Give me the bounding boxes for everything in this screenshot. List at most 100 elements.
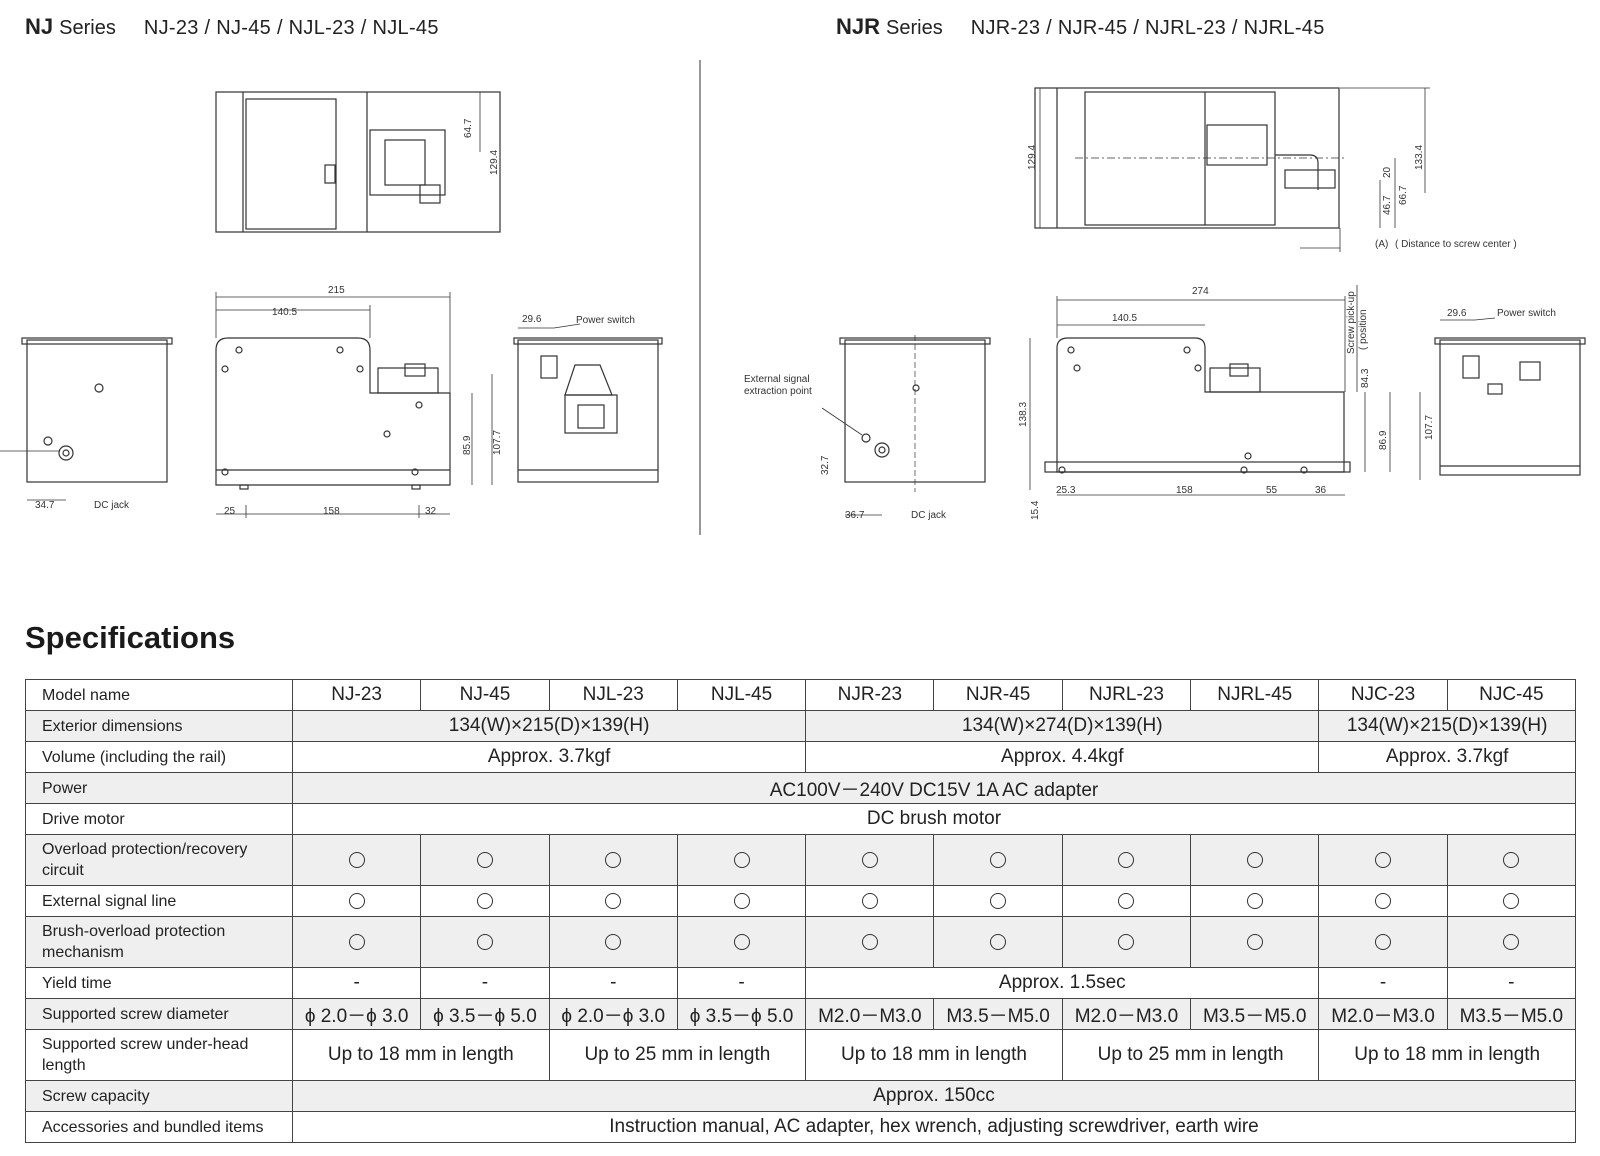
screw-diameter-cell: ϕ 3.5－ϕ 5.0 [676, 998, 807, 1030]
njr-dim-15-4: 15.4 [1030, 500, 1041, 520]
njr-label-dc-jack: DC jack [911, 510, 947, 521]
supported-mark [291, 916, 422, 968]
supported-mark [676, 834, 807, 886]
screw-diameter-cell: ϕ 3.5－ϕ 5.0 [420, 998, 550, 1030]
njr-dim-107-7: 107.7 [1424, 415, 1435, 440]
label-exterior-dimensions: Exterior dimensions [25, 710, 293, 742]
row-external-signal: External signal line [25, 885, 1576, 917]
yield-dash: - [291, 967, 422, 999]
circle-icon [348, 851, 365, 868]
label-head-length: Supported screw under-head length [25, 1029, 293, 1081]
nj-dim-107-7: 107.7 [492, 430, 503, 455]
label-accessories: Accessories and bundled items [25, 1111, 293, 1143]
njr-label-power-switch: Power switch [1497, 308, 1556, 319]
njr-label-pickup-2: ( position [1358, 309, 1369, 350]
row-drive-motor: Drive motor DC brush motor [25, 803, 1576, 835]
model-cell: NJL-45 [676, 679, 807, 711]
label-brush-overload: Brush-overload protection mechanism [25, 916, 293, 968]
row-screw-diameter: Supported screw diameter ϕ 2.0－ϕ 3.0 ϕ 3… [25, 998, 1576, 1030]
yield-dash: - [548, 967, 678, 999]
circle-icon [733, 892, 750, 909]
njr-label-ext-2: extraction point [744, 386, 812, 397]
row-power: Power AC100V－240V DC15V 1A AC adapter [25, 772, 1576, 804]
njr-front-view [821, 335, 991, 516]
nj-dim-64-7: 64.7 [463, 118, 474, 138]
njr-series-code: NJR [836, 14, 881, 39]
exterior-njr: 134(W)×274(D)×139(H) [805, 710, 1320, 742]
head-length-cell: Up to 18 mm in length [805, 1029, 1063, 1081]
screw-diameter-cell: M2.0－M3.0 [1061, 998, 1192, 1030]
supported-mark [1446, 885, 1576, 917]
yield-dash: - [1318, 967, 1448, 999]
njr-dim-29-6: 29.6 [1447, 308, 1467, 319]
label-drive-motor: Drive motor [25, 803, 293, 835]
model-cell: NJRL-23 [1061, 679, 1192, 711]
supported-mark [548, 885, 678, 917]
njr-dim-140-5: 140.5 [1112, 313, 1137, 324]
screw-diameter-cell: M3.5－M5.0 [1446, 998, 1576, 1030]
njr-dim-36: 36 [1315, 485, 1327, 496]
yield-njr: Approx. 1.5sec [805, 967, 1320, 999]
screw-diameter-cell: ϕ 2.0－ϕ 3.0 [548, 998, 678, 1030]
nj-front-view [0, 337, 173, 501]
circle-icon [605, 933, 622, 950]
circle-icon [1375, 851, 1392, 868]
exterior-njc: 134(W)×215(D)×139(H) [1318, 710, 1576, 742]
row-overload-protection: Overload protection/recovery circuit [25, 834, 1576, 886]
njr-dim-84-3: 84.3 [1360, 368, 1371, 388]
circle-icon [733, 851, 750, 868]
nj-label-power-switch: Power switch [576, 315, 635, 326]
supported-mark [1190, 834, 1320, 886]
model-cell: NJC-23 [1318, 679, 1448, 711]
row-brush-overload: Brush-overload protection mechanism [25, 916, 1576, 968]
njr-dim-a: (A) [1375, 239, 1388, 250]
circle-icon [861, 933, 878, 950]
supported-mark [1318, 834, 1448, 886]
row-volume: Volume (including the rail) Approx. 3.7k… [25, 741, 1576, 773]
screw-capacity-value: Approx. 150cc [292, 1080, 1576, 1112]
row-model-name: Model name NJ-23 NJ-45 NJL-23 NJL-45 NJR… [25, 679, 1576, 711]
circle-icon [1375, 892, 1392, 909]
njr-dim-138-3: 138.3 [1018, 402, 1029, 427]
njr-dim-86-9: 86.9 [1378, 430, 1389, 450]
head-length-cell: Up to 25 mm in length [1061, 1029, 1320, 1081]
yield-dash: - [420, 967, 550, 999]
nj-dim-25: 25 [224, 506, 236, 517]
njr-dim-32-7: 32.7 [820, 455, 831, 475]
njr-dim-158: 158 [1176, 485, 1193, 496]
label-overload-protection: Overload protection/recovery circuit [25, 834, 293, 886]
nj-back-view [513, 323, 663, 483]
screw-diameter-cell: M3.5－M5.0 [1190, 998, 1320, 1030]
screw-diameter-cell: M2.0－M3.0 [1318, 998, 1448, 1030]
supported-mark [420, 916, 550, 968]
circle-icon [348, 892, 365, 909]
yield-dash: - [1446, 967, 1576, 999]
accessories-value: Instruction manual, AC adapter, hex wren… [292, 1111, 1576, 1143]
supported-mark [420, 834, 550, 886]
nj-dim-140-5: 140.5 [272, 307, 297, 318]
supported-mark [933, 916, 1063, 968]
circle-icon [990, 933, 1007, 950]
technical-drawings: 64.7 129.4 215 140.5 85.9 107.7 25 158 3… [0, 60, 1586, 535]
njr-dim-133-4: 133.4 [1414, 145, 1425, 170]
njr-dim-274: 274 [1192, 286, 1209, 297]
nj-dim-158: 158 [323, 506, 340, 517]
volume-njc: Approx. 3.7kgf [1318, 741, 1576, 773]
nj-dim-34-7: 34.7 [35, 500, 55, 511]
supported-mark [1190, 885, 1320, 917]
label-power: Power [25, 772, 293, 804]
label-external-signal: External signal line [25, 885, 293, 917]
supported-mark [1061, 885, 1192, 917]
njr-series-word: Series [886, 17, 943, 39]
circle-icon [733, 933, 750, 950]
specifications-table: Model name NJ-23 NJ-45 NJL-23 NJL-45 NJR… [25, 679, 1576, 1143]
screw-diameter-cell: M2.0－M3.0 [805, 998, 935, 1030]
njr-series-models: NJR-23 / NJR-45 / NJRL-23 / NJRL-45 [970, 17, 1325, 39]
nj-dim-215: 215 [328, 285, 345, 296]
njr-label-ext-1: External signal [744, 374, 810, 385]
supported-mark [291, 834, 422, 886]
circle-icon [1503, 933, 1520, 950]
njr-dim-66-7: 66.7 [1398, 185, 1409, 205]
